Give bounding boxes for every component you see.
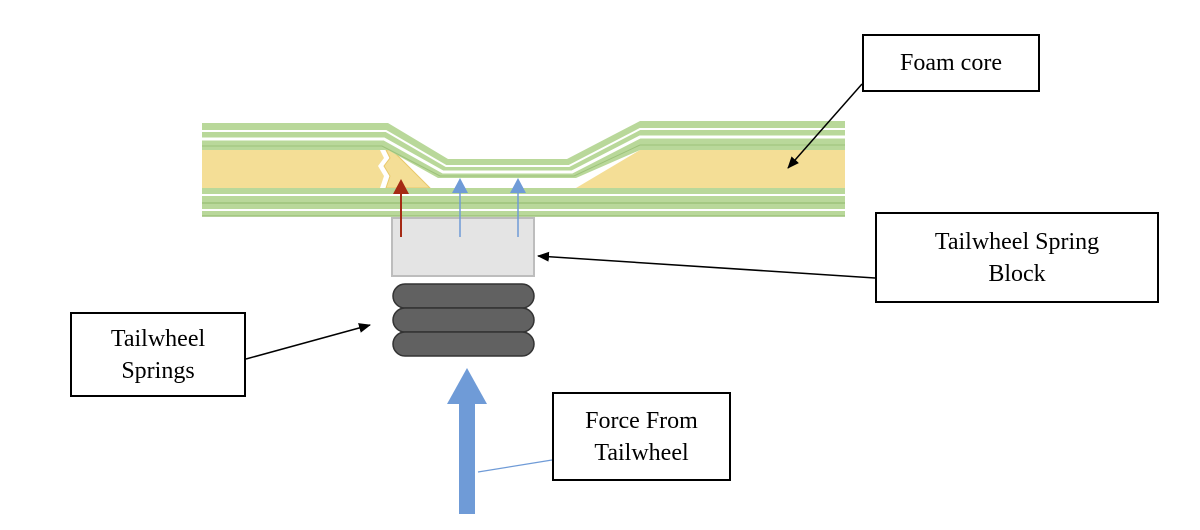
failure-load-arrow-head [393,179,409,194]
foam-core-left [202,150,384,188]
foam-core-label: Foam core [900,50,1002,76]
foam-core-leader [787,83,863,169]
load-arrow-2-head [510,178,526,193]
foam-core-callout: Foam core [862,34,1040,92]
force-label-line1: Force From [585,407,698,434]
spring-block-label-line2: Block [988,260,1046,287]
force-leader [477,459,553,473]
tailwheel-force-arrow-head [447,368,487,404]
tailwheel-spring-leaf-1 [392,283,535,309]
tailwheel-spring-block-callout: Tailwheel Spring Block [875,212,1159,303]
upper-skin-ply-3 [202,144,845,177]
springs-label-line2: Springs [121,357,195,384]
tailwheel-spring-leaf-2 [392,307,535,333]
force-label-line2: Tailwheel [594,439,689,466]
tailwheel-spring-leaf-3 [392,331,535,357]
upper-skin-ply-1 [202,128,845,167]
load-arrow-1-head [452,178,468,193]
springs-leader [245,323,371,360]
foam-core-crushed-edge [383,149,432,189]
springs-label-line1: Tailwheel [110,325,206,352]
tailwheel-force-arrow-shaft [459,402,475,514]
spring-block-leader [537,251,876,279]
upper-skin-ply-2 [202,135,845,174]
spring-block-label-line1: Tailwheel Spring [934,228,1100,255]
foam-core-right [576,150,845,188]
tailwheel-spring-block [391,217,535,277]
tailwheel-springs-callout: Tailwheel Springs [70,312,246,397]
upper-skin [202,121,845,178]
force-from-tailwheel-callout: Force From Tailwheel [552,392,731,481]
